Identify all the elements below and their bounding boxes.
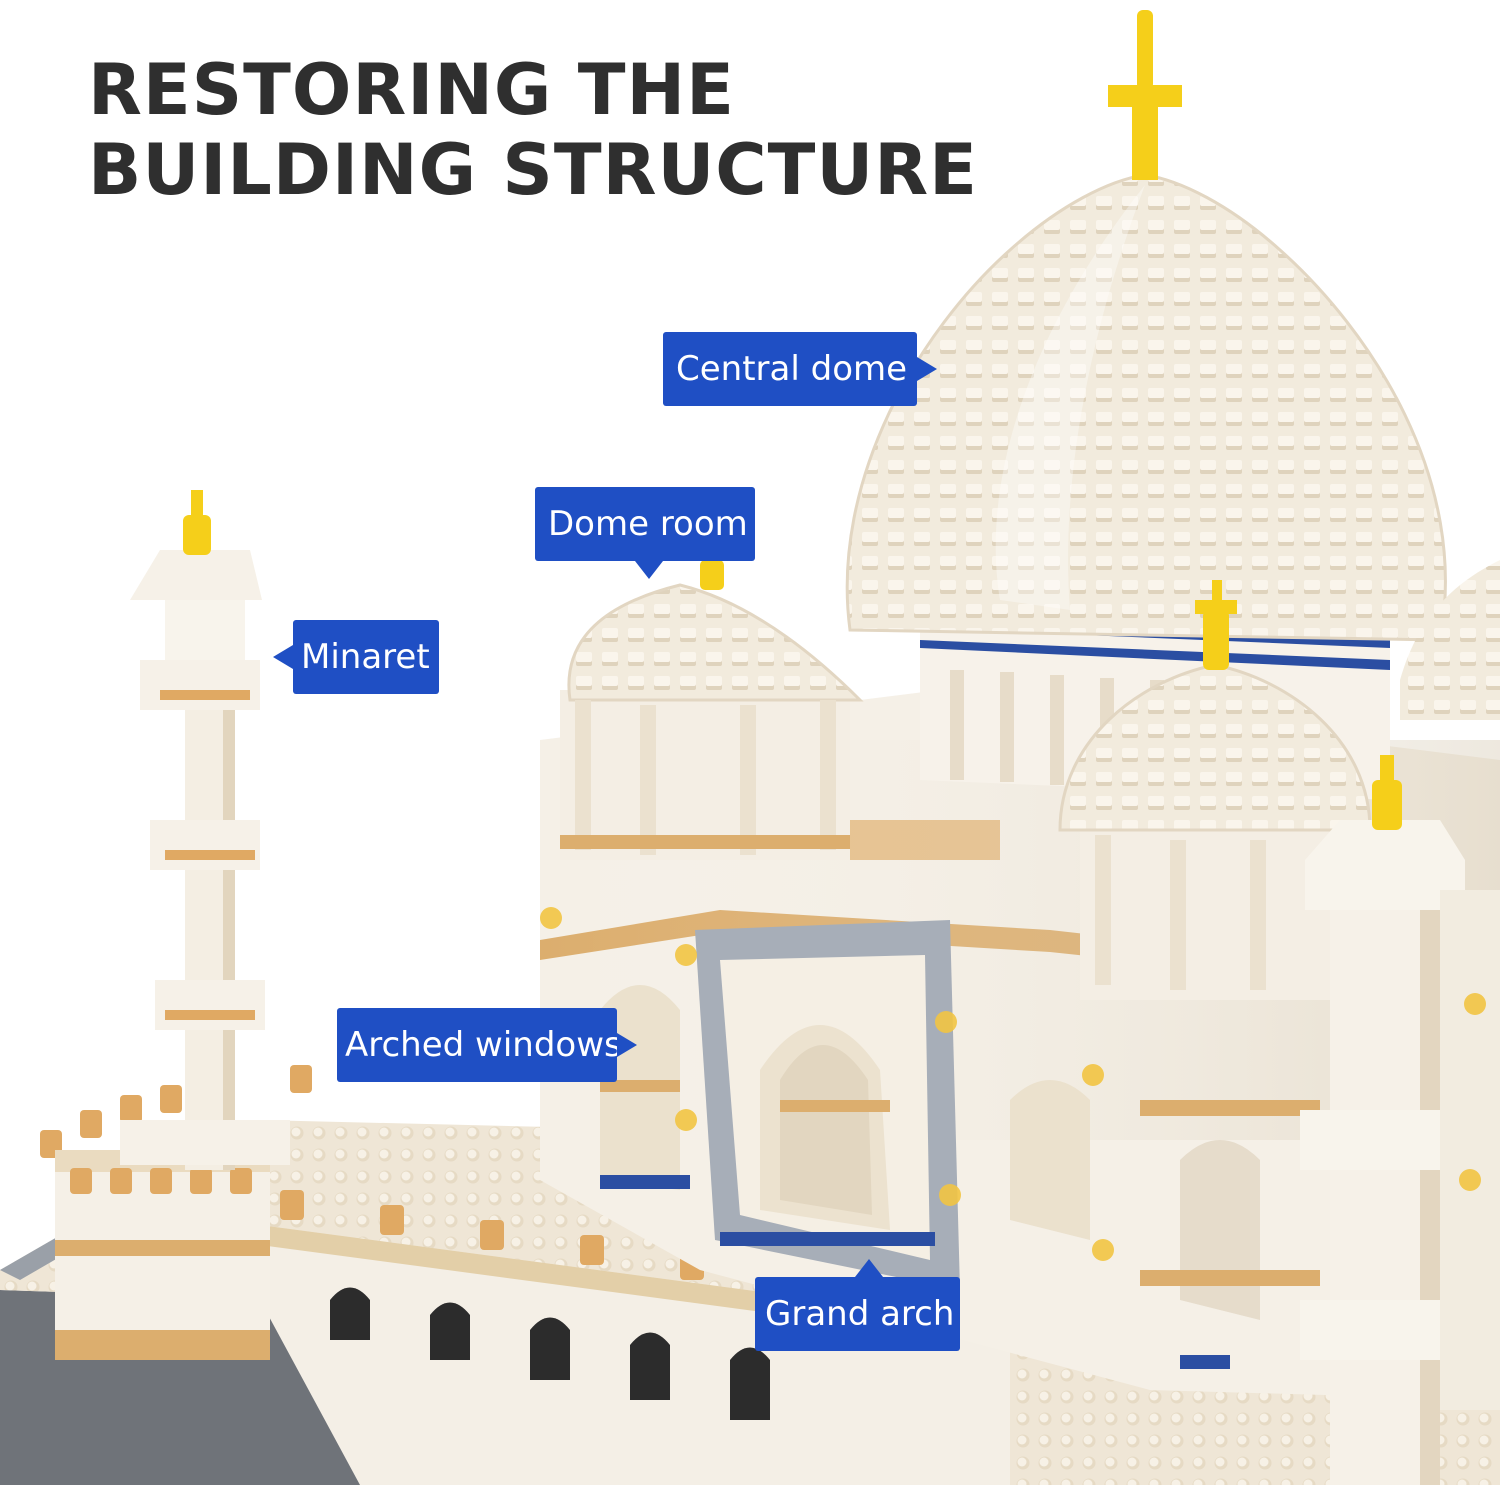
corner-pavilion (55, 1150, 270, 1360)
headline-line-1: RESTORING THE (88, 49, 735, 131)
callout-minaret: Minaret (273, 620, 439, 694)
right-pavilion (1400, 560, 1500, 1410)
wall-lights (540, 907, 1486, 1261)
headline: RESTORING THE BUILDING STRUCTURE (88, 50, 978, 210)
right-minaret (1300, 755, 1465, 1485)
front-small-dome (1058, 580, 1372, 1000)
callout-central-dome: Central dome (663, 332, 937, 406)
callout-dome-room: Dome room (535, 487, 755, 579)
dome-room (560, 560, 864, 860)
central-dome (845, 10, 1447, 642)
headline-line-2: BUILDING STRUCTURE (88, 129, 978, 211)
callout-grand-arch: Grand arch (755, 1259, 960, 1351)
grand-arch (695, 920, 960, 1290)
left-minaret (120, 490, 290, 1170)
callout-arched-windows: Arched windows (337, 1008, 637, 1082)
